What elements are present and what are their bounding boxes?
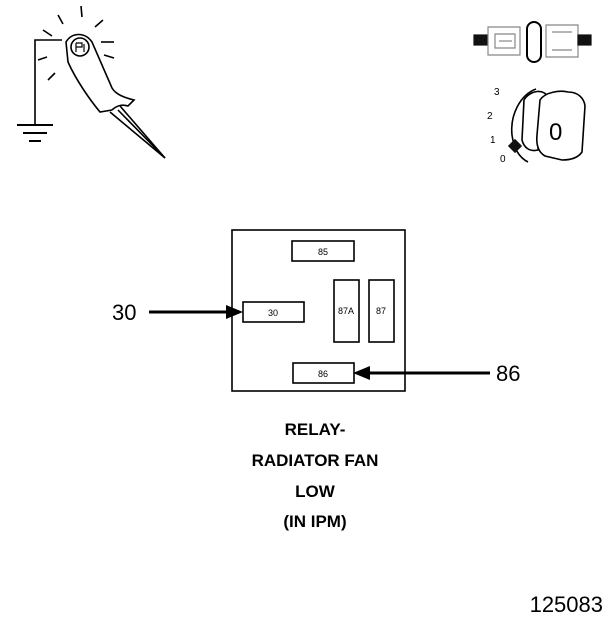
ignition-key-icon: 3 2 1 0 0 — [487, 87, 586, 165]
ignition-position-label: 0 — [500, 154, 506, 165]
pin-87a: 87A — [333, 279, 360, 343]
svg-text:87A: 87A — [338, 306, 354, 316]
svg-text:87: 87 — [376, 306, 386, 316]
test-light-icon — [17, 5, 166, 159]
wire-label-30: 30 — [112, 300, 136, 325]
caption-line-3: LOW — [295, 482, 335, 501]
svg-text:85: 85 — [318, 247, 328, 257]
ignition-position-label: 3 — [494, 87, 500, 98]
connector-icon — [473, 21, 592, 63]
svg-text:30: 30 — [268, 308, 278, 318]
ground-icon — [17, 124, 53, 142]
pin-86: 86 — [292, 362, 355, 384]
caption-line-4: (IN IPM) — [283, 512, 347, 531]
svg-text:86: 86 — [318, 369, 328, 379]
wire-arrow-30 — [149, 305, 243, 319]
caption-line-1: RELAY- — [284, 420, 346, 439]
caption-line-2: RADIATOR FAN — [251, 451, 379, 470]
wire-label-86: 86 — [496, 361, 520, 386]
wire-arrow-86 — [353, 366, 490, 380]
pin-30: 30 — [242, 301, 305, 323]
ignition-position-label: 1 — [490, 135, 496, 146]
pin-85: 85 — [291, 240, 355, 262]
pin-87: 87 — [368, 279, 395, 343]
key-position-indicator: 0 — [549, 119, 562, 146]
figure-id: 125083 — [529, 592, 603, 617]
ignition-position-label: 2 — [487, 111, 493, 122]
